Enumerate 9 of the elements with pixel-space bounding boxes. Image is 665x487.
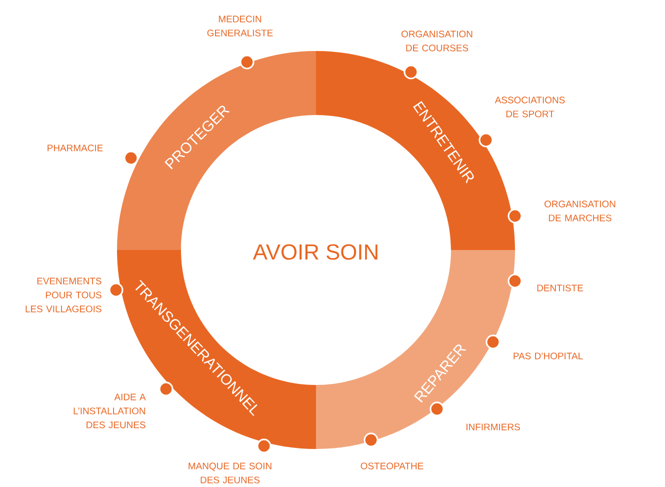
item-label: EVENEMENTS POUR TOUS LES VILLAGEOIS	[26, 278, 102, 312]
item-label: ORGANISATION DE COURSES	[402, 30, 472, 52]
item-label: PAS D’HOPITAL	[514, 352, 583, 360]
item-label: MANQUE DE SOIN DES JEUNES	[188, 462, 272, 484]
item-label: ORGANISATION DE MARCHES	[544, 200, 616, 222]
item-label: DENTISTE	[537, 284, 583, 292]
item-label: MEDECIN GENERALISTE	[207, 16, 273, 36]
item-label: PHARMACIE	[48, 144, 103, 152]
item-label: OSTEOPATHE	[360, 462, 424, 470]
